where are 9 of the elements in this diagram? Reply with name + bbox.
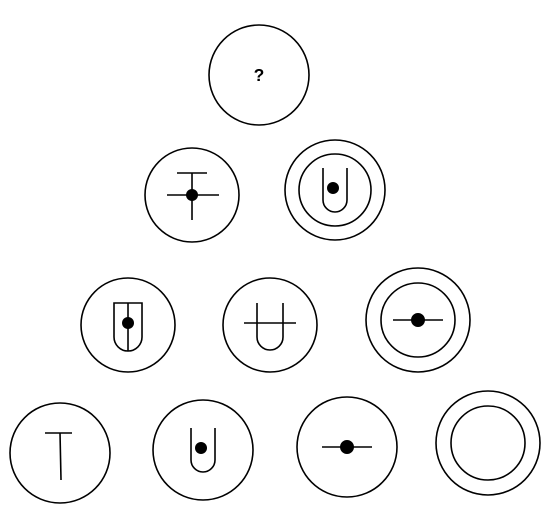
symbol-circle xyxy=(365,267,471,373)
symbol-circle xyxy=(435,390,541,496)
symbol-circle xyxy=(9,402,111,504)
symbol-circle xyxy=(144,147,240,243)
symbol-circle xyxy=(222,277,318,373)
symbol-circle xyxy=(80,277,176,373)
symbol-circle xyxy=(284,139,386,241)
symbol-circle xyxy=(296,396,398,498)
symbol-circle xyxy=(152,399,254,501)
